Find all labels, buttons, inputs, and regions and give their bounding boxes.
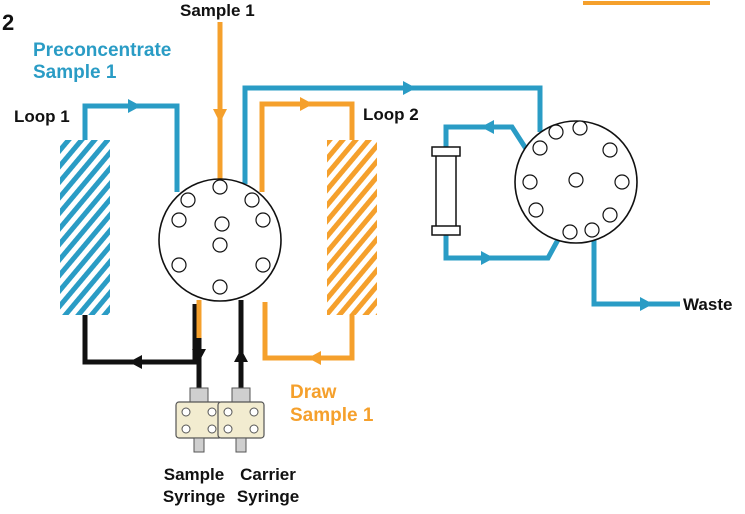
column-bottom-arrow	[481, 251, 494, 265]
carrier-syringe-label-line2: Syringe	[237, 487, 299, 506]
column-bottom-tubing	[443, 232, 563, 261]
loop2-label: Loop 2	[363, 105, 419, 124]
transfer-arrow	[403, 81, 416, 95]
loop1-top-arrow	[128, 99, 141, 113]
loop2-bottom-arrow	[308, 351, 321, 365]
waste-label: Waste	[683, 295, 732, 314]
loop2-coil	[327, 140, 377, 315]
carrier-syringe-arrow	[234, 349, 248, 362]
carrier-syringe-label-line1: Carrier	[240, 465, 296, 484]
sample-syringe-label-line2: Syringe	[163, 487, 225, 506]
preconcentrate-label-line1: Preconcentrate	[33, 40, 171, 61]
column-top-tubing	[443, 124, 533, 157]
sample-syringe-arrow	[192, 349, 206, 362]
sample-syringe-label-line1: Sample	[164, 465, 224, 484]
transfer-tubing	[242, 85, 543, 184]
valve-1	[158, 178, 282, 302]
sample-syringe	[175, 387, 223, 453]
column-top-arrow	[481, 120, 494, 134]
sample-inlet-arrow	[213, 109, 227, 123]
waste-tubing	[591, 240, 680, 307]
draw-label-line1: Draw	[290, 382, 337, 403]
valve-2	[514, 120, 638, 244]
panel-number: 2	[2, 10, 14, 35]
loop1-label: Loop 1	[14, 107, 70, 126]
loop2-top-arrow	[300, 97, 313, 111]
carrier-syringe	[217, 387, 265, 453]
preconcentrate-label-line2: Sample 1	[33, 62, 117, 83]
loop1-bottom-arrow	[129, 355, 142, 369]
column-cartridge	[431, 146, 461, 236]
loop1-coil	[60, 140, 110, 315]
draw-label-line2: Sample 1	[290, 405, 374, 426]
waste-arrow	[640, 297, 653, 311]
sample-inlet-label: Sample 1	[180, 1, 255, 20]
